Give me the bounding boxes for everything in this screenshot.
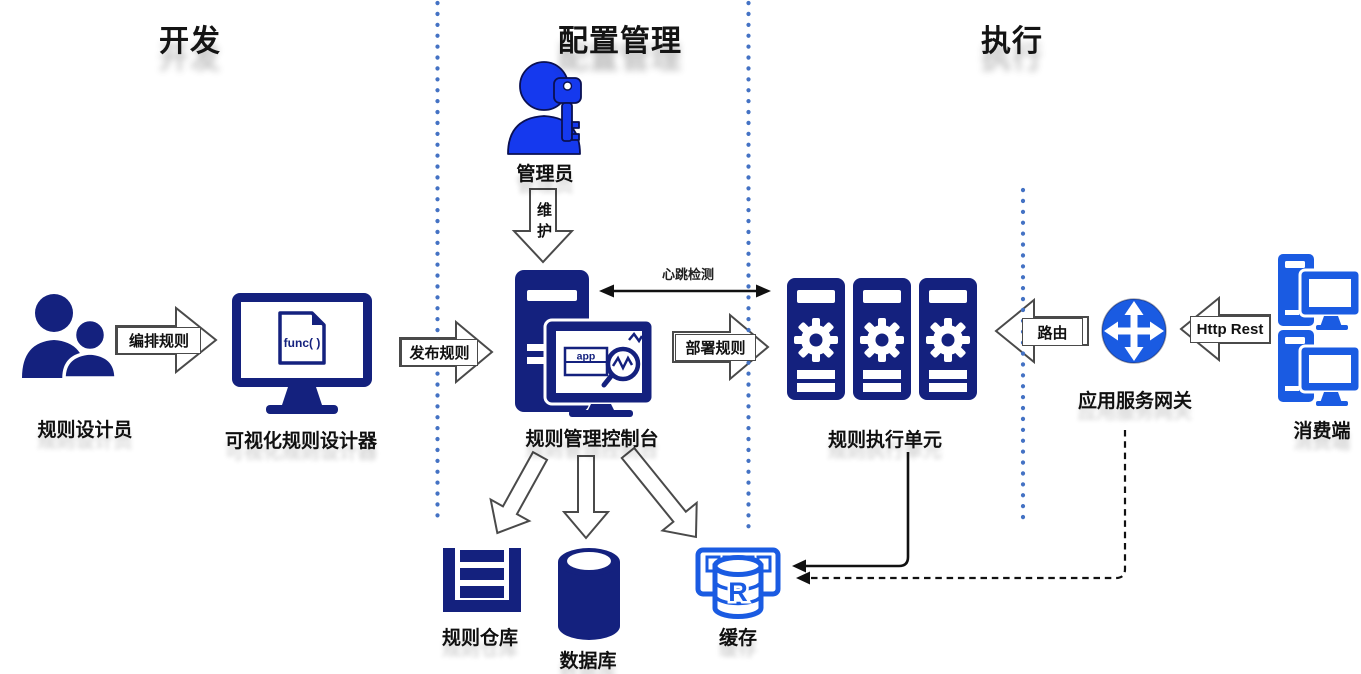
console-to-repository-arrow [489, 450, 549, 535]
http-rest-label: Http Rest [1190, 316, 1270, 343]
cache-label: 缓存 [718, 628, 758, 649]
gateway-router-icon [1101, 298, 1167, 364]
deploy-rules-label: 部署规则 [675, 334, 756, 361]
repository-label: 规则仓库 [441, 628, 519, 649]
function-doc-icon: func( ) [278, 311, 326, 365]
section-header-dev: 开发 [159, 25, 221, 58]
admin-icon [507, 61, 582, 155]
route-label: 路由 [1022, 318, 1083, 346]
designer-tool-label: 可视化规则设计器 [224, 431, 378, 452]
exec-units-icon [787, 278, 977, 400]
gateway-to-cache-dashed-arrow [796, 430, 1127, 585]
console-to-cache-arrow [620, 446, 698, 539]
arrange-rules-label: 编排规则 [117, 327, 201, 354]
exec-units-label: 规则执行单元 [827, 430, 943, 451]
consumer-label: 消费端 [1293, 421, 1351, 442]
app-window-title: app [577, 351, 596, 363]
exec-to-cache-arrow [792, 452, 910, 573]
cache-letter: R [728, 577, 748, 607]
maintain-arrow [511, 188, 575, 264]
console-icon: app [515, 270, 655, 417]
maintain-label: 维护 [535, 202, 552, 244]
repository-icon [443, 548, 521, 612]
console-label: 规则管理控制台 [525, 429, 659, 450]
designers-label: 规则设计员 [37, 420, 133, 441]
admin-label: 管理员 [516, 164, 574, 185]
designers-icon [22, 294, 118, 380]
doc-text: func( ) [284, 336, 321, 350]
cache-icon: R [695, 547, 781, 619]
console-to-database-arrow [561, 455, 611, 540]
gateway-label: 应用服务网关 [1077, 391, 1193, 412]
magnifier-icon [601, 331, 644, 388]
database-icon [558, 548, 620, 640]
database-label: 数据库 [559, 651, 617, 672]
consumer-icon [1276, 252, 1361, 408]
publish-rules-label: 发布规则 [401, 339, 478, 366]
section-header-config: 配置管理 [558, 25, 682, 58]
key-icon [553, 77, 582, 142]
heartbeat-label: 心跳检测 [661, 267, 715, 282]
section-header-exec: 执行 [981, 25, 1043, 58]
app-window-icon: app [563, 346, 609, 377]
designer-tool-icon: func( ) [232, 293, 372, 414]
heartbeat-arrow [599, 284, 771, 298]
